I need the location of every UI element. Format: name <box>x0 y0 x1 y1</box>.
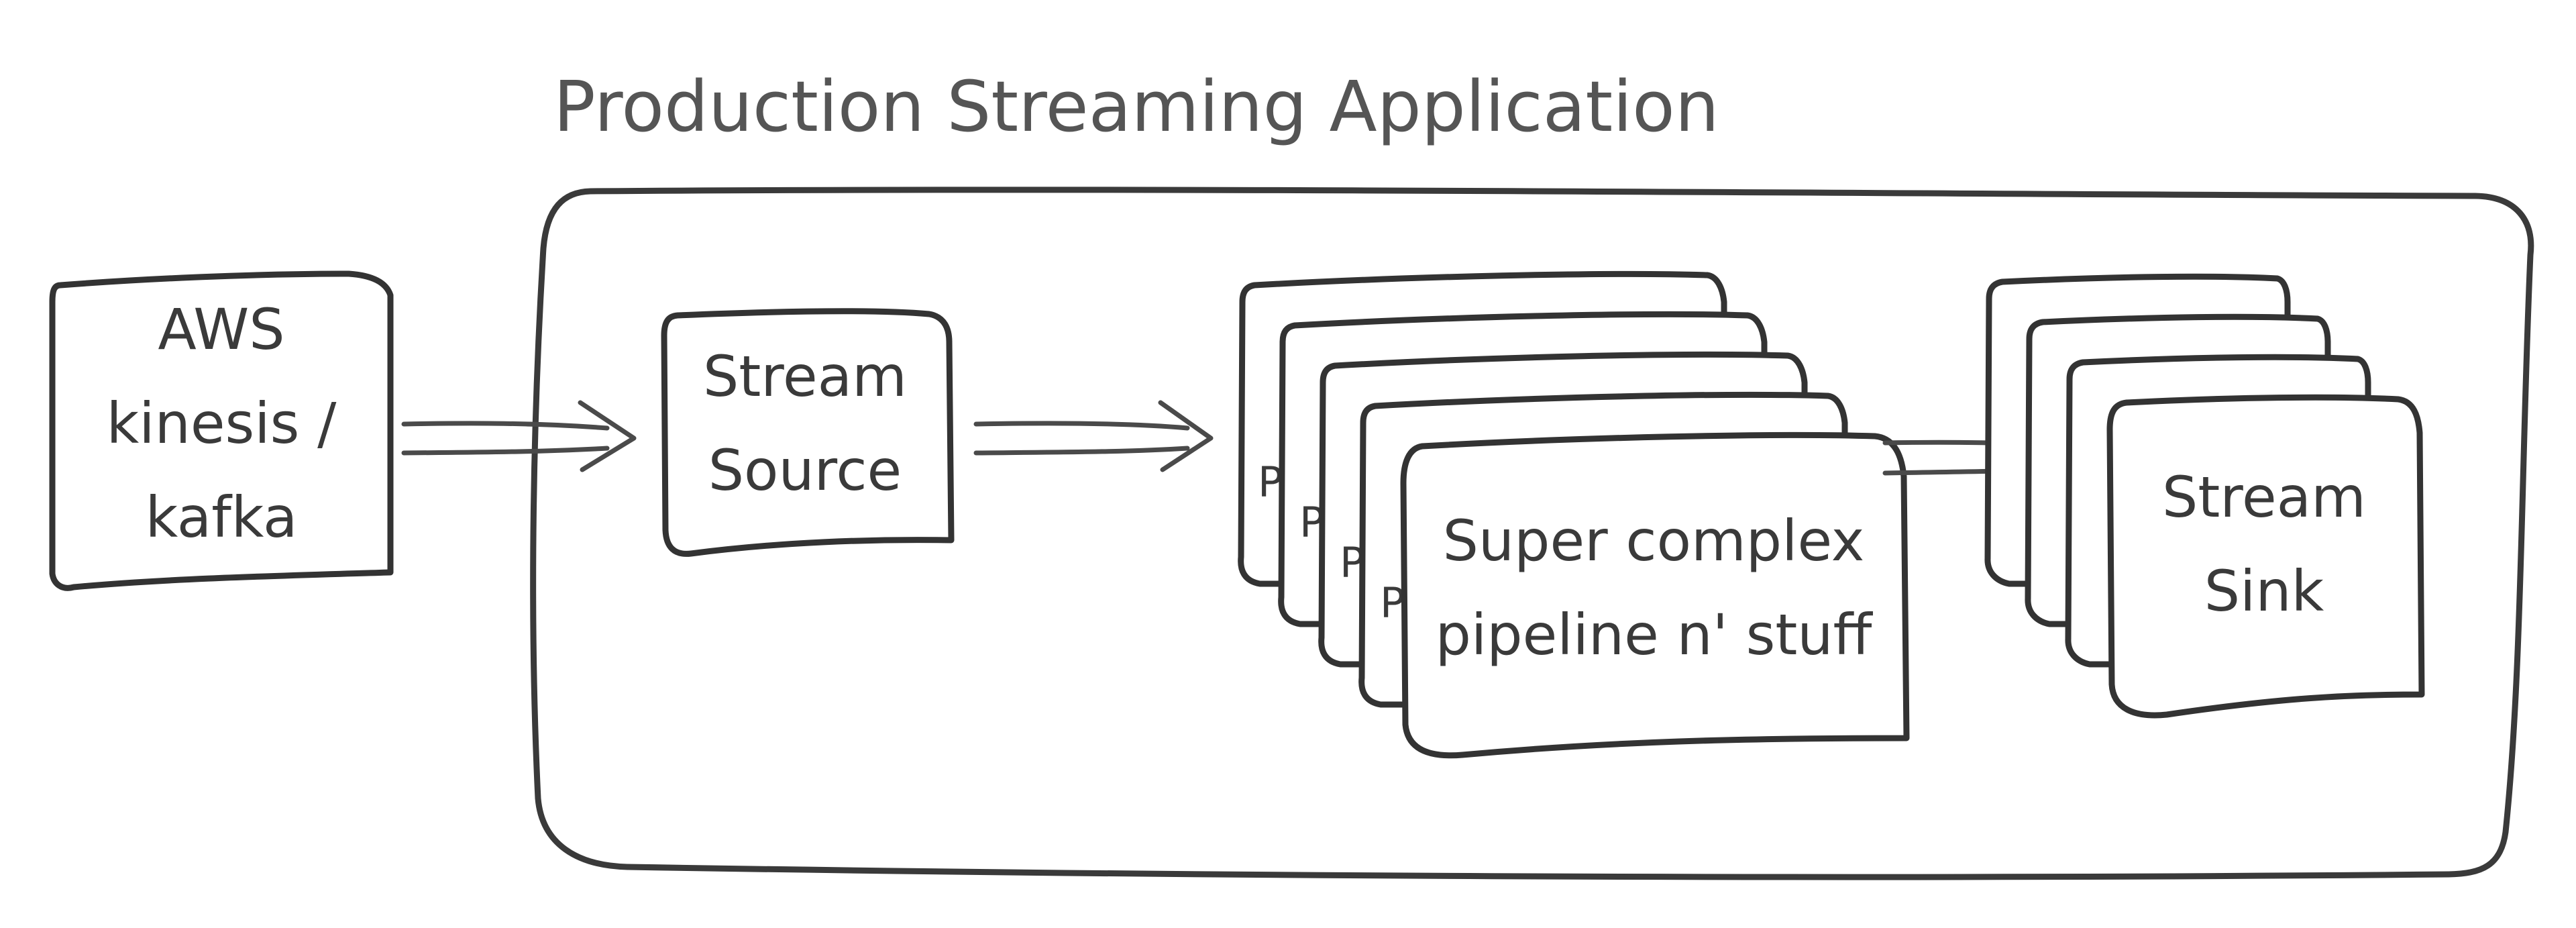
kinesis-label-line-1: AWS <box>158 297 284 362</box>
kinesis-kafka-box: AWS kinesis / kafka <box>49 270 394 591</box>
pipeline-label-line-1: Super complex <box>1443 508 1865 574</box>
pipeline-card-front <box>1400 431 1910 759</box>
pipeline-stack: P P P P Super complex pipeline n' stuff <box>1238 270 1910 759</box>
sink-card-front <box>2106 394 2425 719</box>
stream-source-box: Stream Source <box>661 308 955 557</box>
application-container <box>530 187 2534 880</box>
sink-label-line-2: Sink <box>2204 558 2324 624</box>
pipeline-hidden-initial-1: P <box>1380 578 1405 627</box>
stream-source-label-line-2: Source <box>708 437 902 503</box>
stream-source-label-line-1: Stream <box>703 344 907 409</box>
pipeline-label-line-2: pipeline n' stuff <box>1436 602 1874 668</box>
diagram-title: Production Streaming Application <box>553 66 1719 148</box>
pipeline-hidden-initial-4: P <box>1258 458 1283 507</box>
sink-stack: Stream Sink <box>1984 273 2425 719</box>
kinesis-label-line-3: kafka <box>146 484 298 550</box>
kinesis-label-line-2: kinesis / <box>107 391 337 456</box>
sink-label-line-1: Stream <box>2162 464 2366 530</box>
arrow-source-to-pipeline <box>973 400 1214 472</box>
arrow-kinesis-to-source <box>401 400 637 472</box>
